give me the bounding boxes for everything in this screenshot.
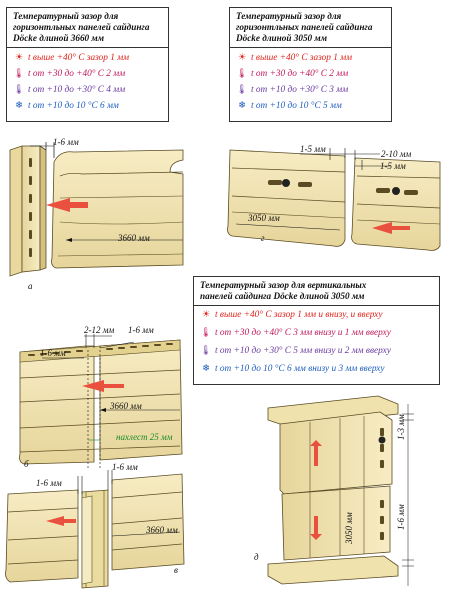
- temp-row-text: t выше +40° С зазор 1 мм: [28, 53, 130, 63]
- dimension-label: 3660 мм: [146, 525, 178, 535]
- temp-row: ☀ t выше +40° С зазор 1 мм: [13, 53, 129, 64]
- dimension-label: 3660 мм: [118, 233, 150, 243]
- table-title-line-1: Температурный зазор для: [236, 11, 342, 21]
- thermometer-icon: 🌡: [200, 328, 212, 338]
- sun-icon: ☀: [14, 53, 24, 63]
- temp-row: ❄ t от +10 до 10 °С 6 мм внизу и 3 мм вве…: [200, 364, 385, 375]
- dimension-label: 3050 мм: [344, 512, 354, 544]
- figure-letter: д: [254, 552, 259, 562]
- dimension-label: 1-6 мм: [396, 504, 406, 530]
- temp-row: 🌡t от +10 до +30° С 4 мм: [13, 85, 125, 96]
- dimension-label: 2-10 мм: [381, 149, 412, 159]
- temp-row: ❄ t от +10 до 10 °С 6 мм: [13, 101, 119, 112]
- dimension-label: 3050 мм: [248, 213, 280, 223]
- thermometer-icon: 🌡: [200, 346, 212, 356]
- thermometer-icon: 🌡: [236, 85, 248, 95]
- figure-d-vertical-siding: [267, 395, 414, 586]
- dimension-label: 2-12 мм: [84, 325, 115, 335]
- temp-row: ☀ t выше +40° С зазор 1 мм: [236, 53, 352, 64]
- gap-table-3660: Температурный зазор для горизонтльных па…: [6, 7, 169, 122]
- thermometer-icon: 🌡: [236, 69, 248, 79]
- temp-row-text: t от +10 до 10 °С 6 мм внизу и 3 мм ввер…: [215, 364, 385, 374]
- dimension-label: 1-6 мм: [112, 462, 138, 472]
- table-title-line-1: Температурный зазор для: [13, 11, 119, 21]
- thermometer-icon: 🌡: [13, 69, 25, 79]
- figure-b-overlap-joint: [19, 334, 183, 470]
- temp-row-text: t от +30 до +40° С 2 мм: [251, 69, 349, 79]
- dimension-label: 1-5 мм: [300, 144, 326, 154]
- divider: [194, 305, 439, 306]
- table-title-line-1: Температурный зазор для вертикальных: [200, 280, 367, 290]
- table-title-line-3: Döcke длиной 3660 мм: [13, 33, 105, 43]
- temp-row-text: t от +10 до +30° С 4 мм: [28, 85, 126, 95]
- temp-row: ☀ t выше +40° С зазор 1 мм и внизу, и вве…: [200, 310, 383, 321]
- temp-row-text: t от +10 до +30° С 5 мм внизу и 2 мм вве…: [215, 346, 391, 356]
- temp-row-text: t от +30 до +40° С 3 мм внизу и 1 мм вве…: [215, 328, 391, 338]
- figure-v-h-profile-joint: [5, 470, 185, 589]
- snowflake-icon: ❄: [238, 101, 246, 111]
- temp-row-text: t от +10 до 10 °С 5 мм: [251, 101, 342, 111]
- dimension-label: 1-6 мм: [128, 325, 154, 335]
- figure-g-panel-joint: [227, 148, 441, 251]
- dimension-label: 1-3 мм: [396, 414, 406, 440]
- snowflake-icon: ❄: [15, 101, 23, 111]
- snowflake-icon: ❄: [202, 364, 210, 374]
- divider: [7, 47, 168, 48]
- dimension-label: 3660 мм: [110, 401, 142, 411]
- dimension-label: 1-5 мм: [380, 161, 406, 171]
- table-title-line-2: панелей сайдинга Döcke длиной 3050 мм: [200, 291, 365, 301]
- temp-row-text: t от +10 до +30° С 3 мм: [251, 85, 349, 95]
- thermometer-icon: 🌡: [13, 85, 25, 95]
- figure-a-siding-start: [9, 142, 184, 277]
- gap-table-3050-horizontal: Температурный зазор для горизонтльных па…: [229, 7, 392, 122]
- divider: [230, 47, 391, 48]
- temp-row-text: t от +10 до 10 °С 6 мм: [28, 101, 119, 111]
- temp-row: 🌡t от +30 до +40° С 2 мм: [13, 69, 125, 80]
- temp-row: 🌡t от +30 до +40° С 3 мм внизу и 1 мм вв…: [200, 328, 391, 339]
- temp-row: 🌡t от +10 до +30° С 5 мм внизу и 2 мм вв…: [200, 346, 391, 357]
- temp-row-text: t выше +40° С зазор 1 мм: [251, 53, 353, 63]
- table-title-line-3: Döcke длиной 3050 мм: [236, 33, 328, 43]
- overlap-label: нахлест 25 мм: [116, 432, 173, 442]
- temp-row: 🌡t от +10 до +30° С 3 мм: [236, 85, 348, 96]
- figure-letter: в: [174, 565, 178, 575]
- figure-letter: г: [261, 233, 265, 243]
- gap-table-3050-vertical: Температурный зазор для вертикальных пан…: [193, 276, 440, 385]
- figure-letter: б: [24, 459, 29, 469]
- dimension-label: 1-6 мм: [53, 137, 79, 147]
- dimension-label: 1-6 мм: [36, 478, 62, 488]
- table-title-line-2: горизонтльных панелей сайдинга: [236, 22, 373, 32]
- temp-row-text: t от +30 до +40° С 2 мм: [28, 69, 126, 79]
- temp-row-text: t выше +40° С зазор 1 мм и внизу, и ввер…: [215, 310, 383, 320]
- temp-row: ❄ t от +10 до 10 °С 5 мм: [236, 101, 342, 112]
- figure-letter: а: [28, 281, 33, 291]
- temp-row: 🌡t от +30 до +40° С 2 мм: [236, 69, 348, 80]
- sun-icon: ☀: [201, 310, 211, 320]
- dimension-label: 1-6 мм: [40, 348, 66, 358]
- sun-icon: ☀: [237, 53, 247, 63]
- table-title-line-2: горизонтльных панелей сайдинга: [13, 22, 150, 32]
